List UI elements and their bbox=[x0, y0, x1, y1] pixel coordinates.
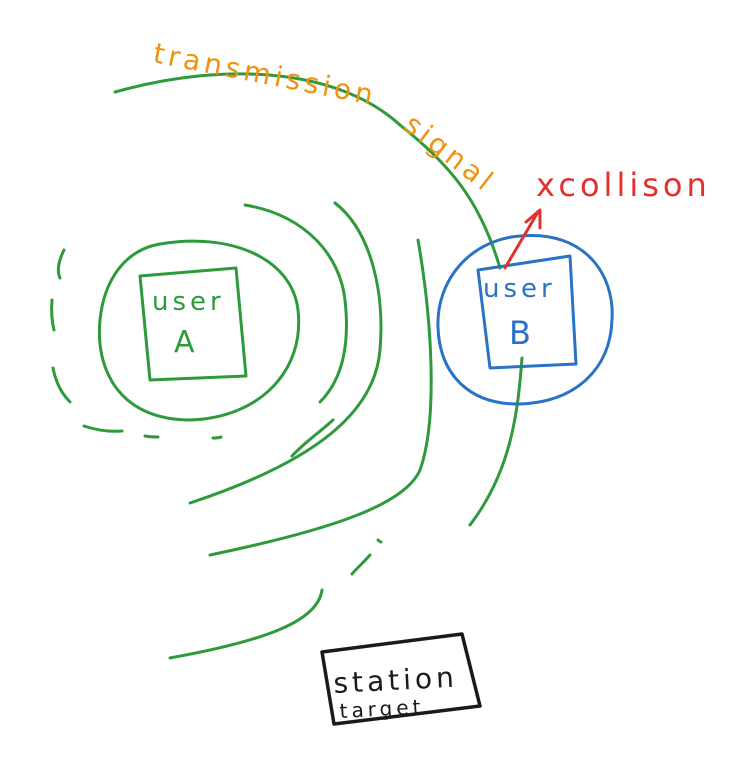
wave-5 bbox=[468, 356, 524, 527]
user-a-circle bbox=[97, 239, 301, 422]
wave-4 bbox=[208, 238, 433, 557]
wave-1-left-c bbox=[51, 366, 72, 404]
wave-1-left-b bbox=[50, 298, 56, 332]
transmission-arc bbox=[113, 72, 502, 270]
user-b-label-line2: B bbox=[509, 314, 535, 352]
user-b-circle bbox=[436, 233, 614, 406]
wave-4-tail bbox=[350, 553, 372, 576]
transmission-signal-label: transmission signal bbox=[151, 36, 503, 199]
signal-waves bbox=[50, 72, 524, 660]
collision-marker: xcollison bbox=[503, 166, 711, 270]
wave-1-bottom-c bbox=[211, 435, 223, 440]
wave-1-bottom bbox=[82, 424, 124, 433]
user-a-label-line1: user bbox=[152, 287, 225, 317]
wave-2-tail bbox=[290, 418, 335, 458]
user-a-box bbox=[138, 266, 248, 382]
user-a-label-line2: A bbox=[174, 325, 199, 360]
signal-label: signal bbox=[398, 108, 502, 200]
collision-arrow bbox=[503, 210, 540, 270]
collision-arrowhead bbox=[524, 208, 542, 230]
station-label: station bbox=[333, 661, 459, 700]
wave-5-lower bbox=[168, 588, 324, 660]
wave-4-dot bbox=[376, 538, 383, 544]
station-box bbox=[320, 632, 482, 726]
user-b-box bbox=[476, 254, 578, 370]
collision-label: xcollison bbox=[536, 166, 711, 204]
wave-1-left bbox=[56, 248, 66, 280]
wave-2 bbox=[243, 203, 348, 404]
user-b: user B bbox=[436, 233, 614, 406]
wave-3 bbox=[188, 201, 383, 505]
target-label: target bbox=[339, 695, 425, 723]
user-a: user A bbox=[97, 239, 301, 422]
user-b-label-line1: user bbox=[483, 274, 556, 304]
wave-1-bottom-b bbox=[143, 434, 160, 439]
station-target: station target bbox=[320, 632, 482, 726]
transmission-label: transmission bbox=[151, 36, 380, 112]
